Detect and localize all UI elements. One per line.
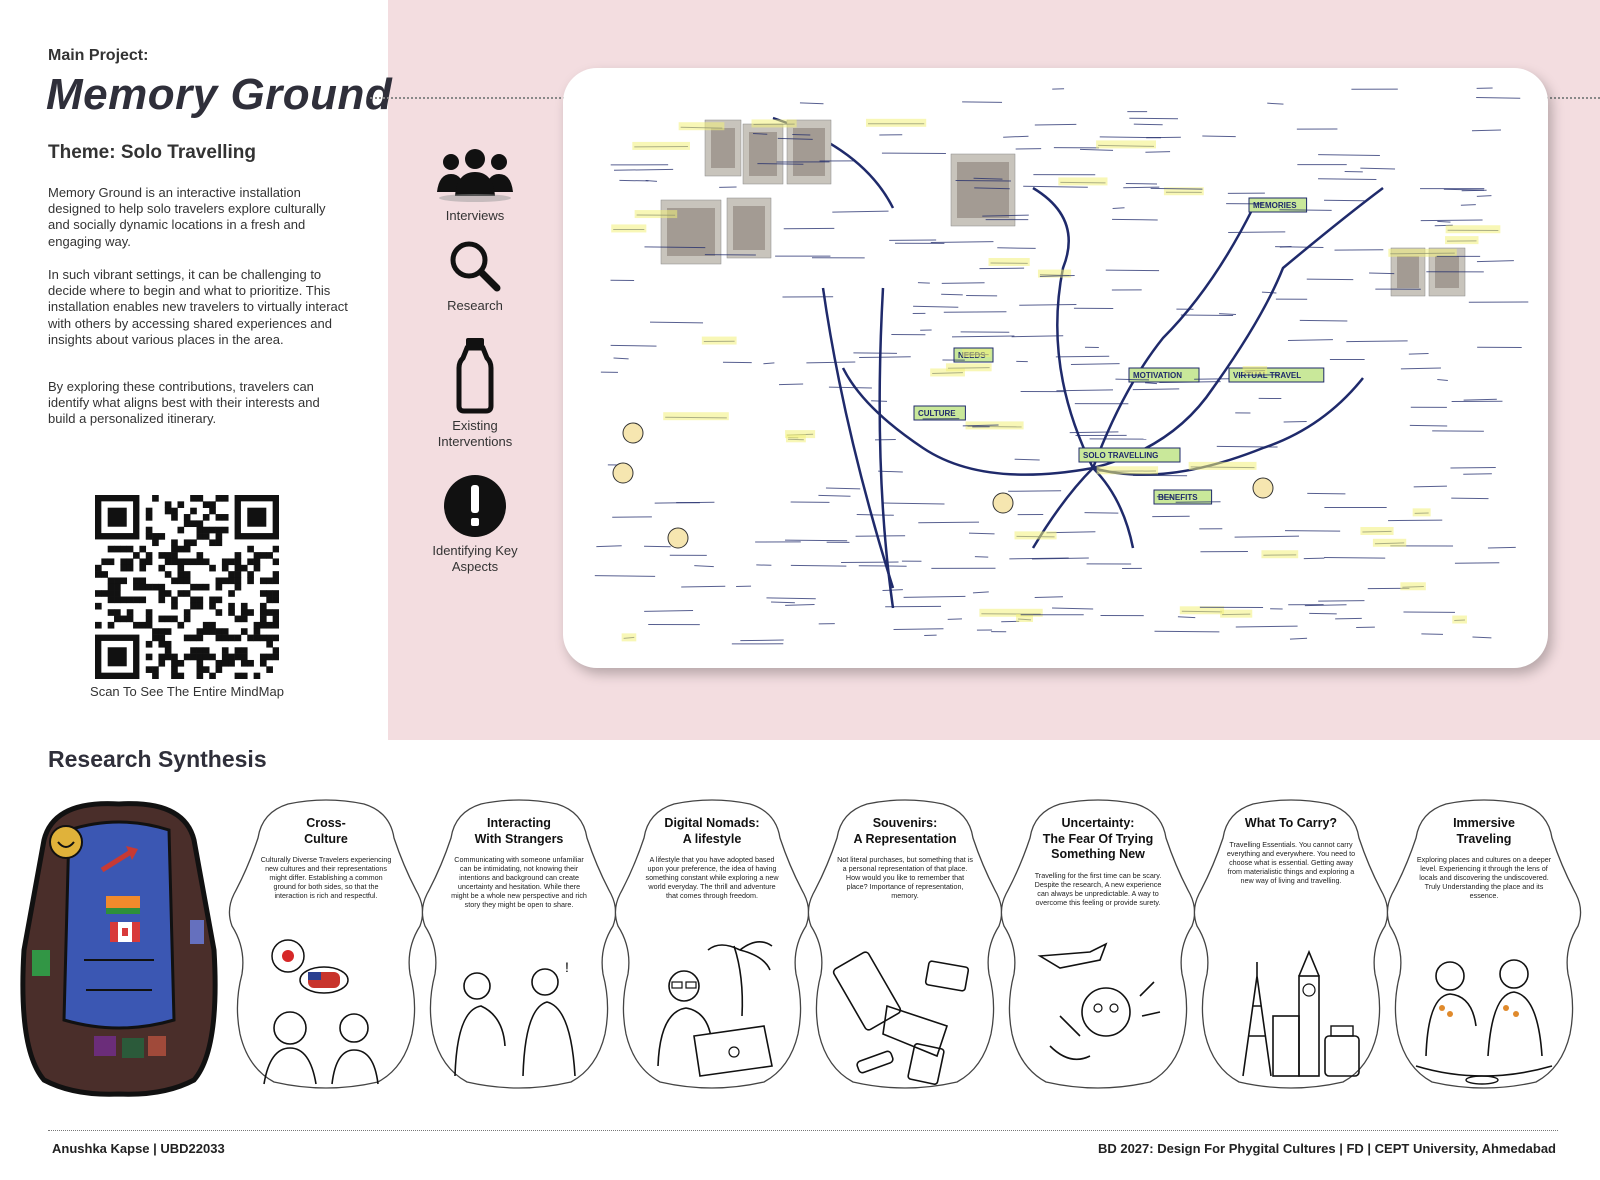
footer-course: BD 2027: Design For Phygital Cultures | … <box>1097 1141 1556 1156</box>
card-text: Culturally Diverse Travelers experiencin… <box>260 855 392 900</box>
svg-text:SOLO TRAVELLING: SOLO TRAVELLING <box>1083 451 1158 460</box>
method-existing-interventions: Existing Interventions <box>420 336 530 450</box>
card-title: Cross-Culture <box>304 816 348 846</box>
synthesis-card: Souvenirs:A Representation Not literal p… <box>807 798 1003 1090</box>
card-outline <box>1000 799 1196 1089</box>
footer-divider <box>48 1130 1558 1131</box>
theme-heading: Theme: Solo Travelling <box>48 142 256 163</box>
card-text: Travelling Essentials. You cannot carry … <box>1226 840 1356 885</box>
svg-text:MOTIVATION: MOTIVATION <box>1133 371 1182 380</box>
title-divider-right <box>1530 97 1600 99</box>
souvenirs-icon <box>832 951 970 1085</box>
page-title: Memory Ground <box>46 70 393 119</box>
card-text: Exploring places and cultures on a deepe… <box>1416 855 1552 900</box>
backpack-icon <box>20 801 218 1097</box>
method-research: Research <box>420 238 530 314</box>
title-divider <box>370 97 565 99</box>
card-text: Travelling for the first time can be sca… <box>1034 871 1162 907</box>
magnifier-icon <box>450 241 501 292</box>
strangers-conversation-icon: ! <box>454 959 576 1077</box>
method-label: Identifying Key Aspects <box>432 543 518 574</box>
svg-text:BENEFITS: BENEFITS <box>1158 493 1198 502</box>
main-project-label: Main Project: <box>48 47 149 64</box>
synthesis-heading: Research Synthesis <box>48 746 267 772</box>
description-paragraph-2: In such vibrant settings, it can be chal… <box>48 267 348 347</box>
synthesis-card: Cross-Culture Culturally Diverse Travele… <box>228 798 424 1090</box>
card-title: Digital Nomads:A lifestyle <box>664 816 760 846</box>
qr-code-icon[interactable] <box>95 495 280 680</box>
method-key-aspects: Identifying Key Aspects <box>420 473 530 575</box>
svg-text:!: ! <box>565 959 569 975</box>
description-paragraph-3: By exploring these contributions, travel… <box>48 379 320 427</box>
exclamation-icon <box>444 475 506 537</box>
synthesis-card: What To Carry? Travelling Essentials. Yo… <box>1193 798 1389 1090</box>
card-outline <box>421 799 617 1089</box>
card-title: Souvenirs:A Representation <box>853 816 957 846</box>
card-text: A lifestyle that you have adopted based … <box>645 855 779 900</box>
locals-sharing-meal-icon <box>1415 959 1553 1085</box>
method-label: Interviews <box>445 208 505 223</box>
card-outline <box>807 799 1003 1089</box>
laptop-traveller-icon <box>657 941 773 1077</box>
card-outline <box>1193 799 1389 1089</box>
svg-text:MEMORIES: MEMORIES <box>1253 201 1297 210</box>
description-paragraph-1: Memory Ground is an interactive installa… <box>48 185 326 249</box>
qr-caption: Scan To See The Entire MindMap <box>90 684 284 699</box>
worried-traveller-icon <box>1037 942 1161 1061</box>
card-outline <box>614 799 810 1089</box>
svg-text:CULTURE: CULTURE <box>918 409 956 418</box>
synthesis-card: Digital Nomads:A lifestyle A lifestyle t… <box>614 798 810 1090</box>
method-label: Research <box>447 298 503 313</box>
footer-author: Anushka Kapse | UBD22033 <box>52 1141 225 1156</box>
card-title: What To Carry? <box>1244 816 1338 830</box>
card-outline <box>1386 799 1582 1089</box>
svg-text:VIRTUAL TRAVEL: VIRTUAL TRAVEL <box>1233 371 1301 380</box>
card-text: Communicating with someone unfamiliar ca… <box>451 855 587 909</box>
card-text: Not literal purchases, but something tha… <box>837 855 973 900</box>
method-interviews: Interviews <box>420 148 530 224</box>
bottle-icon <box>456 338 494 414</box>
method-label: Existing Interventions <box>437 418 513 449</box>
landmarks-luggage-icon <box>1242 949 1360 1077</box>
people-group-icon <box>437 149 513 202</box>
two-people-talking-icon <box>263 939 379 1085</box>
